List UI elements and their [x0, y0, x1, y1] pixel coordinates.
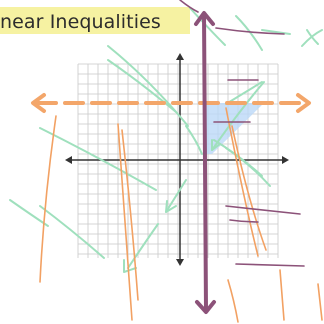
purple-stroke: [179, 0, 199, 13]
orange-stroke: [39, 115, 57, 283]
y-axis-bottom-arrow-icon: [176, 259, 184, 266]
orange-stroke: [117, 123, 133, 321]
dashed-line-right-arrow-icon: [296, 93, 311, 113]
dashed-boundary-line: [31, 93, 311, 113]
green-stroke: [185, 125, 203, 155]
orange-annotation-strokes: [39, 107, 323, 323]
green-stroke: [189, 7, 226, 46]
green-stroke: [165, 179, 187, 213]
orange-stroke: [225, 107, 259, 257]
orange-stroke: [279, 269, 285, 321]
orange-stroke: [121, 129, 139, 301]
vertical-line-bottom-arrow-icon: [195, 300, 216, 314]
coordinate-axes: [65, 53, 289, 266]
green-stroke: [107, 45, 189, 127]
y-axis-top-arrow-icon: [176, 53, 184, 60]
purple-stroke: [229, 219, 259, 223]
vertical-boundary-line: [194, 11, 216, 314]
orange-stroke: [227, 279, 239, 323]
page-title: near Inequalities: [0, 11, 161, 33]
green-stroke: [261, 29, 291, 35]
green-stroke: [9, 199, 49, 227]
orange-stroke: [231, 125, 267, 251]
purple-annotation-strokes: [179, 0, 305, 267]
green-stroke: [127, 223, 159, 269]
green-stroke: [301, 29, 323, 47]
purple-stroke: [215, 27, 285, 35]
coordinate-grid: [77, 63, 279, 258]
purple-stroke: [225, 205, 301, 215]
x-axis-right-arrow-icon: [282, 156, 289, 164]
green-stroke: [165, 200, 177, 213]
green-stroke: [211, 139, 221, 151]
x-axis-left-arrow-icon: [65, 156, 72, 164]
title-banner: near Inequalities: [0, 7, 190, 34]
green-stroke: [123, 259, 137, 273]
orange-stroke: [317, 283, 323, 321]
purple-stroke: [235, 263, 305, 267]
dashed-line-left-arrow-icon: [31, 93, 46, 113]
vertical-line: [202, 12, 208, 312]
green-stroke: [225, 81, 263, 105]
green-stroke: [39, 205, 105, 259]
green-annotation-strokes: [9, 7, 323, 273]
green-stroke: [107, 59, 177, 113]
vertical-line-top-arrow-icon: [194, 11, 215, 26]
green-stroke: [225, 147, 271, 187]
